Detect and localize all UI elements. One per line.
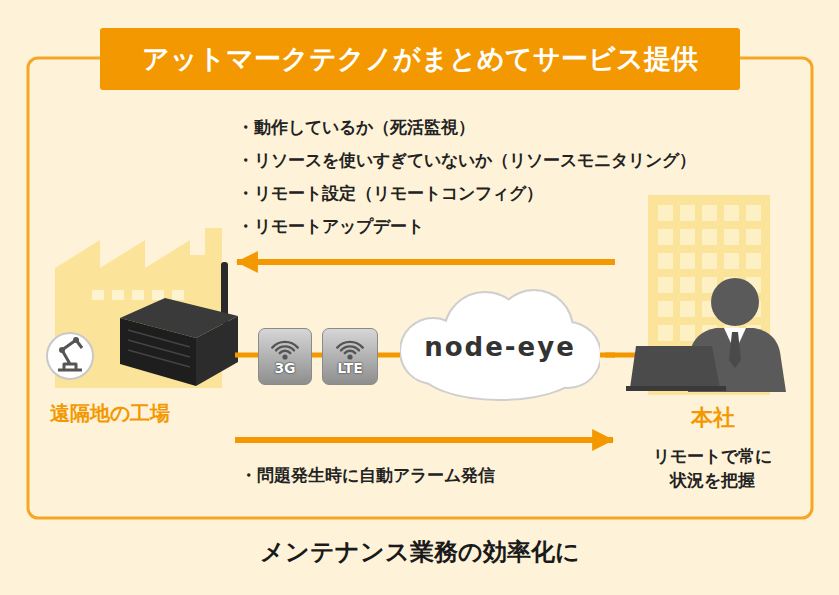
gateway-device (128, 340, 190, 357)
network-line (600, 353, 615, 358)
flow-arrow (235, 437, 613, 443)
feature-note: ・リソースを使いすぎていないか（リソースモニタリング） (237, 150, 696, 172)
gateway-device (120, 318, 196, 386)
wifi-icon (337, 342, 363, 348)
head-office: 本社リモートで常に 状況を把握 (615, 190, 810, 505)
gateway-device (128, 330, 190, 347)
caption-text: メンテナンス業務の効率化に (0, 536, 839, 568)
office-worker (630, 346, 720, 388)
signal-badge: 3G (258, 328, 312, 385)
robot-arm-icon (59, 347, 65, 353)
node-label: node-eye (424, 329, 576, 365)
wifi-icon (276, 346, 294, 350)
robot-arm-icon (58, 340, 82, 370)
robot-arm-icon (47, 333, 93, 379)
network-line (378, 353, 400, 358)
network-line (235, 353, 258, 358)
wifi-icon (341, 346, 359, 350)
office-worker (626, 386, 726, 391)
office-worker (605, 278, 786, 392)
office-worker (711, 278, 759, 326)
feature-note: ・動作しているか（死活監視） (237, 117, 475, 139)
title-banner: アットマークテクノがまとめてサービス提供 (100, 28, 740, 90)
network-line (312, 353, 322, 358)
flow-arrow (237, 259, 615, 265)
factory-silhouette (172, 290, 184, 300)
wifi-icon (345, 351, 356, 353)
node-label: 本社 (691, 403, 735, 434)
wifi-icon (323, 333, 377, 363)
cloud-service: node-eye (400, 285, 600, 410)
gateway-device (128, 350, 190, 367)
robot-arm-icon (47, 333, 93, 379)
wifi-icon (282, 354, 287, 359)
gateway-device (120, 262, 238, 386)
factory-silhouette (112, 290, 124, 300)
node-note: リモートで常に 状況を把握 (643, 445, 783, 493)
caption-area: メンテナンス業務の効率化に (0, 536, 839, 568)
feature-note: ・リモートアップデート (237, 216, 424, 238)
gateway-device (196, 316, 238, 386)
office-worker (729, 332, 741, 368)
site-group: 遠隔地の工場 (40, 235, 235, 447)
wifi-icon (259, 333, 311, 363)
wifi-icon (272, 342, 298, 348)
panel-frame (28, 58, 812, 518)
node-label: 遠隔地の工場 (50, 399, 170, 427)
factory-silhouette (132, 290, 144, 300)
factory-silhouette (92, 290, 104, 300)
factory-silhouette (152, 290, 164, 300)
node-label: LTE (337, 359, 363, 379)
wifi-icon (280, 351, 291, 353)
signal-badge: LTE (322, 328, 378, 385)
node-label: 3G (274, 359, 295, 379)
wifi-icon (347, 354, 352, 359)
robot-arm-icon (73, 337, 79, 343)
title-text: アットマークテクノがまとめてサービス提供 (142, 41, 698, 77)
feature-note: ・問題発生時に自動アラーム発信 (240, 465, 495, 487)
gateway-device (128, 330, 190, 367)
feature-note: ・リモート設定（リモートコンフィグ） (237, 183, 543, 205)
